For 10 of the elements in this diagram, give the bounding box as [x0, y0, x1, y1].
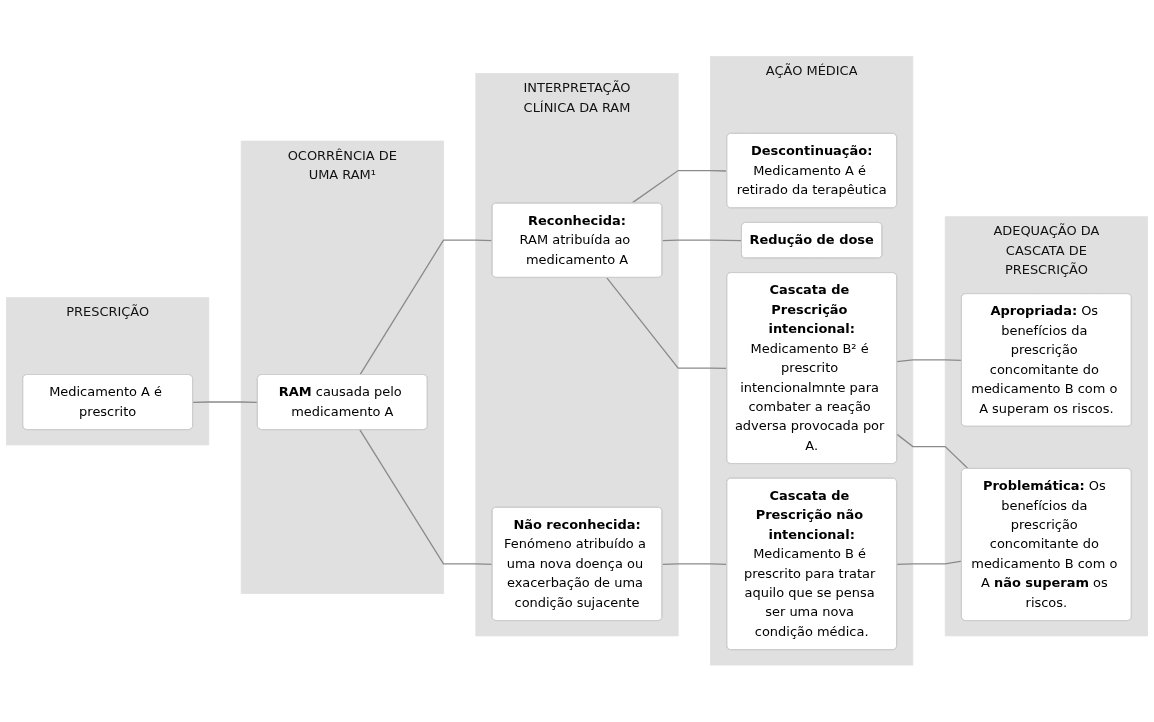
- connector: [630, 170, 728, 205]
- connector: [661, 563, 728, 566]
- connector: [359, 429, 494, 566]
- connector: [896, 434, 969, 470]
- connector: [661, 239, 743, 242]
- connector: [192, 401, 259, 404]
- connector: [359, 239, 494, 376]
- connector: [896, 560, 963, 566]
- connector: [606, 277, 728, 370]
- connector: [896, 359, 963, 363]
